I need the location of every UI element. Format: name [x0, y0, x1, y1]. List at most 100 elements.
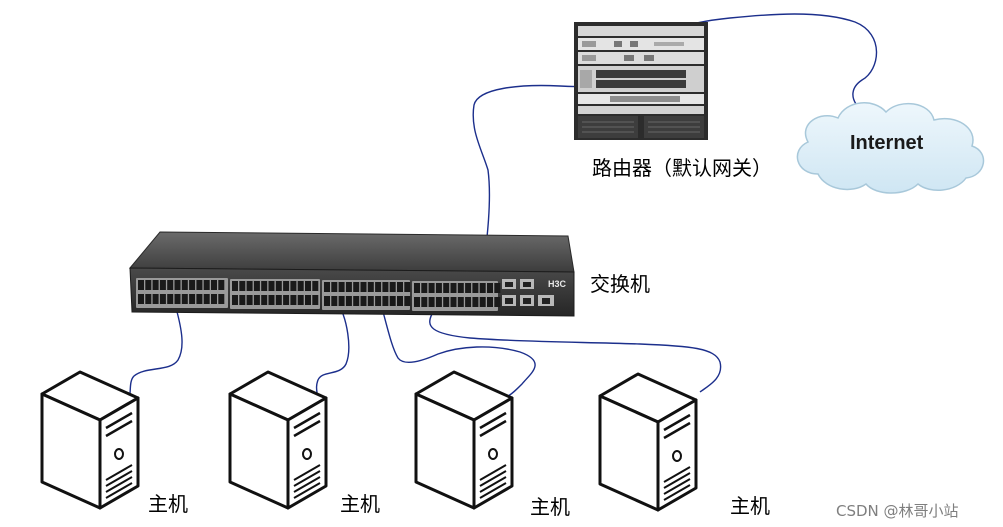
switch-port — [450, 297, 457, 307]
switch-port — [196, 280, 203, 290]
switch-port — [421, 283, 428, 293]
switch-port — [159, 294, 166, 304]
switch-port — [324, 296, 330, 306]
switch-port — [443, 297, 450, 307]
switch-port — [345, 296, 352, 306]
switch-port — [367, 282, 374, 292]
switch-port — [487, 283, 493, 293]
host-label-3: 主机 — [530, 495, 570, 519]
internet-cloud-icon — [796, 102, 985, 194]
watermark: CSDN @林哥小站 — [836, 502, 959, 520]
router-label: 路由器（默认网关） — [592, 156, 772, 180]
switch-port — [283, 295, 290, 305]
switch-port — [159, 280, 166, 290]
switch-port — [487, 297, 493, 307]
switch-port — [297, 295, 304, 305]
switch-port — [375, 296, 382, 306]
switch-port — [290, 295, 297, 305]
switch-port — [457, 283, 464, 293]
switch-port — [414, 297, 420, 307]
cable-switch-host2 — [315, 299, 350, 405]
switch-port — [479, 283, 486, 293]
switch-port — [443, 283, 450, 293]
switch-port — [382, 282, 389, 292]
switch-port — [494, 297, 501, 307]
switch-port — [338, 282, 345, 292]
switch-port — [353, 296, 360, 306]
switch-port — [253, 295, 260, 305]
switch-port — [181, 280, 188, 290]
switch-port — [404, 296, 411, 306]
switch-port — [268, 295, 275, 305]
switch-port — [465, 297, 472, 307]
host-computer-icon — [414, 370, 514, 510]
switch-port — [305, 295, 311, 305]
switch-port — [275, 295, 282, 305]
switch-port — [152, 294, 159, 304]
switch-port — [189, 280, 196, 290]
switch-port — [167, 280, 174, 290]
switch-port — [338, 296, 345, 306]
switch-port — [360, 282, 367, 292]
switch-port — [494, 283, 501, 293]
switch-port — [367, 296, 374, 306]
switch-port — [211, 280, 217, 290]
switch-port — [345, 282, 352, 292]
switch-port — [389, 296, 396, 306]
switch-port — [181, 294, 188, 304]
switch-port — [232, 295, 238, 305]
switch-label: 交换机 — [590, 272, 650, 296]
switch-port — [312, 281, 319, 291]
switch-port — [232, 281, 238, 291]
switch-port — [324, 282, 330, 292]
switch-port — [472, 283, 479, 293]
switch-brand-label: H3C — [548, 279, 567, 289]
switch-port — [331, 282, 338, 292]
switch-port — [174, 280, 181, 290]
switch-port — [246, 295, 253, 305]
switch-port — [290, 281, 297, 291]
host-computer-icon — [228, 370, 328, 510]
switch-port — [428, 283, 435, 293]
switch-port — [389, 282, 396, 292]
switch-port — [167, 294, 174, 304]
switch-port — [397, 296, 403, 306]
switch-port — [189, 294, 196, 304]
switch-port — [360, 296, 367, 306]
switch-port — [297, 281, 304, 291]
switch-port — [435, 297, 442, 307]
switch-port — [218, 280, 225, 290]
host-label-1: 主机 — [148, 492, 188, 516]
switch-port — [145, 294, 152, 304]
switch-port — [428, 297, 435, 307]
switch-port — [261, 281, 268, 291]
switch-port — [283, 281, 290, 291]
switch-port — [435, 283, 442, 293]
switch-port — [275, 281, 282, 291]
switch-port — [397, 282, 403, 292]
switch-port — [268, 281, 275, 291]
switch-port — [145, 280, 152, 290]
switch-icon: H3C — [128, 231, 575, 317]
switch-port — [138, 280, 144, 290]
switch-port — [414, 283, 420, 293]
host-label-4: 主机 — [730, 494, 770, 518]
cables — [127, 13, 878, 405]
switch-port — [138, 294, 144, 304]
switch-port — [450, 283, 457, 293]
switch-port — [239, 295, 246, 305]
cable-switch-host4 — [429, 313, 722, 393]
switch-port — [353, 282, 360, 292]
host-computer-icon — [598, 372, 698, 512]
switch-port — [457, 297, 464, 307]
switch-port — [203, 280, 210, 290]
switch-port — [211, 294, 217, 304]
switch-port — [239, 281, 246, 291]
switch-port — [465, 283, 472, 293]
switch-port — [479, 297, 486, 307]
switch-port — [472, 297, 479, 307]
switch-port — [261, 295, 268, 305]
switch-port — [253, 281, 260, 291]
switch-port — [421, 297, 428, 307]
